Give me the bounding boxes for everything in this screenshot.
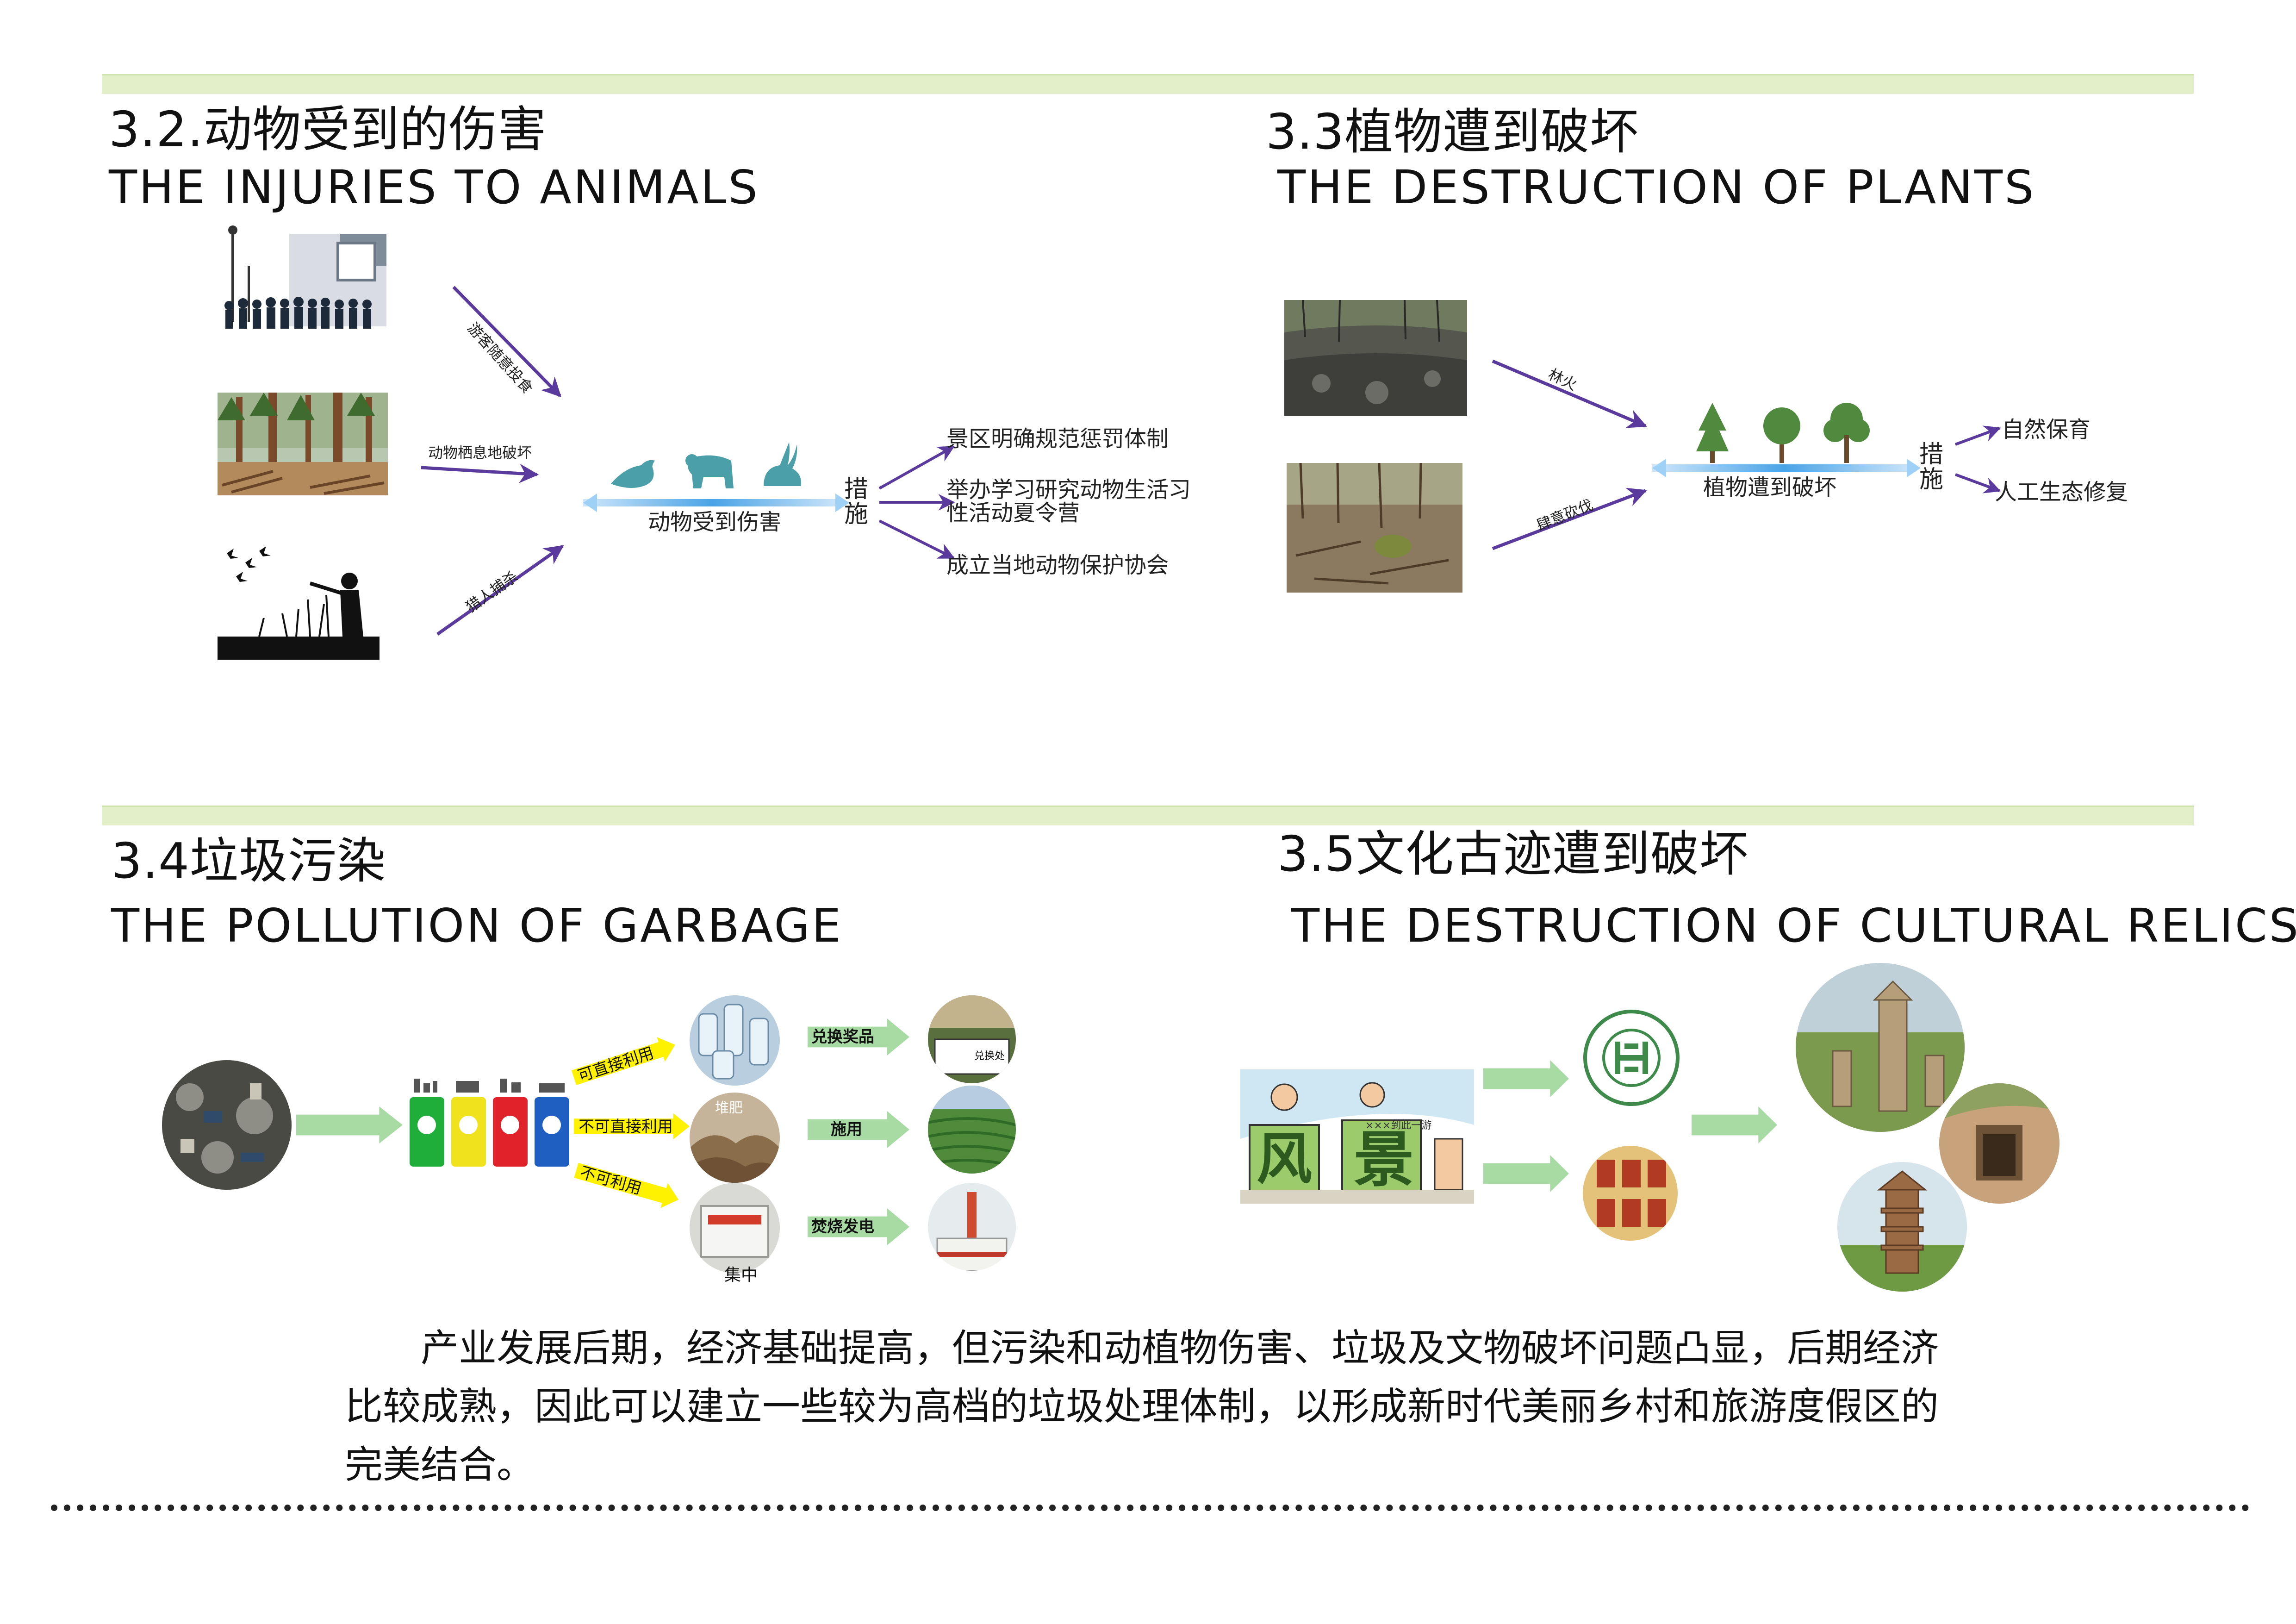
hunter-image: [218, 544, 380, 660]
section-bar-top: [102, 74, 2194, 94]
result-apply-label: 施用: [831, 1120, 862, 1139]
logging-forest-image: [218, 393, 388, 495]
animals-center-label: 动物受到伤害: [648, 509, 782, 535]
relics-title-cn: 3.5文化古迹遭到破坏: [1277, 826, 1748, 882]
plastic-bottles-photo: [690, 995, 780, 1086]
cave-temple-photo: [1939, 1083, 2060, 1204]
animal-silhouettes: [611, 442, 801, 488]
cartoon-sign-label: ×××到此一游: [1365, 1120, 1432, 1131]
plants-measure-1: 自然保育: [2002, 417, 2091, 443]
summary-line-3: 完美结合。: [345, 1443, 535, 1487]
result-power-label: 焚烧发电: [811, 1218, 874, 1236]
relics-title-en: THE DESTRUCTION OF CULTURAL RELICS: [1291, 899, 2296, 953]
animals-title-cn: 3.2.动物受到的伤害: [109, 101, 547, 158]
plants-measures-label: 措施: [1919, 441, 1943, 493]
graffiti-cartoon-image: 风 景 ×××到此一游: [1240, 1069, 1474, 1204]
animals-measure-3: 成立当地动物保护协会: [946, 552, 1169, 578]
cartoon-char-jing: 景: [1354, 1124, 1414, 1195]
result-prize-label: 兑换奖品: [811, 1028, 874, 1046]
garbage-title-cn: 3.4垃圾污染: [111, 833, 386, 889]
burnt-forest-image: [1284, 300, 1467, 416]
animals-measure-2a: 举办学习研究动物生活习: [946, 477, 1191, 503]
cause-habitat-label: 动物栖息地破坏: [428, 444, 532, 462]
plants-title-en: THE DESTRUCTION OF PLANTS: [1277, 160, 2036, 214]
recycle-bins-icon: [410, 1079, 569, 1167]
section-bar-middle: [102, 806, 2194, 825]
dotted-divider: [51, 1505, 2249, 1511]
terraced-field-photo: [928, 1086, 1016, 1174]
prize-exchange-photo: 兑换处: [928, 995, 1016, 1083]
cultural-relics-logo-icon: [1583, 1009, 1680, 1106]
info-board-photo: [1583, 1146, 1678, 1241]
plants-center-label: 植物遭到破坏: [1703, 475, 1837, 500]
cartoon-char-feng: 风: [1257, 1127, 1312, 1192]
power-plant-photo: [928, 1183, 1016, 1271]
animals-measures-label: 措施: [844, 475, 868, 528]
summary-line-2: 比较成熟，因此可以建立一些较为高档的垃圾处理体制，以形成新时代美丽乡村和旅游度假…: [345, 1385, 1939, 1429]
plants-title-cn: 3.3植物遭到破坏: [1266, 104, 1639, 160]
exchange-sign-label: 兑换处: [974, 1050, 1005, 1062]
pagoda-tower-photo: [1837, 1162, 1967, 1292]
collection-label: 集中: [724, 1266, 758, 1285]
collection-bin-photo: [690, 1183, 780, 1273]
branch-not-directly-usable-label: 不可直接利用: [579, 1118, 673, 1136]
garbage-title-en: THE POLLUTION OF GARBAGE: [111, 899, 843, 953]
compost-photo: 堆肥: [690, 1093, 780, 1183]
summary-paragraph: 产业发展后期，经济基础提高，但污染和动植物伤害、垃圾及文物破坏问题凸显，后期经济…: [345, 1319, 2034, 1494]
crowd-image: [220, 225, 386, 336]
summary-line-1: 产业发展后期，经济基础提高，但污染和动植物伤害、垃圾及文物破坏问题凸显，后期经济: [421, 1326, 1939, 1370]
garbage-pile-photo: [162, 1060, 292, 1190]
animals-title-en: THE INJURIES TO ANIMALS: [109, 160, 759, 214]
deforested-slope-image: [1287, 463, 1462, 593]
pagoda-forest-photo: [1796, 963, 1965, 1132]
plants-measure-2: 人工生态修复: [1995, 479, 2128, 505]
tree-icons: [1696, 403, 1870, 463]
animals-measure-1: 景区明确规范惩罚体制: [946, 426, 1169, 452]
animals-measure-2b: 性活动夏令营: [946, 500, 1080, 526]
compost-label: 堆肥: [715, 1100, 743, 1116]
